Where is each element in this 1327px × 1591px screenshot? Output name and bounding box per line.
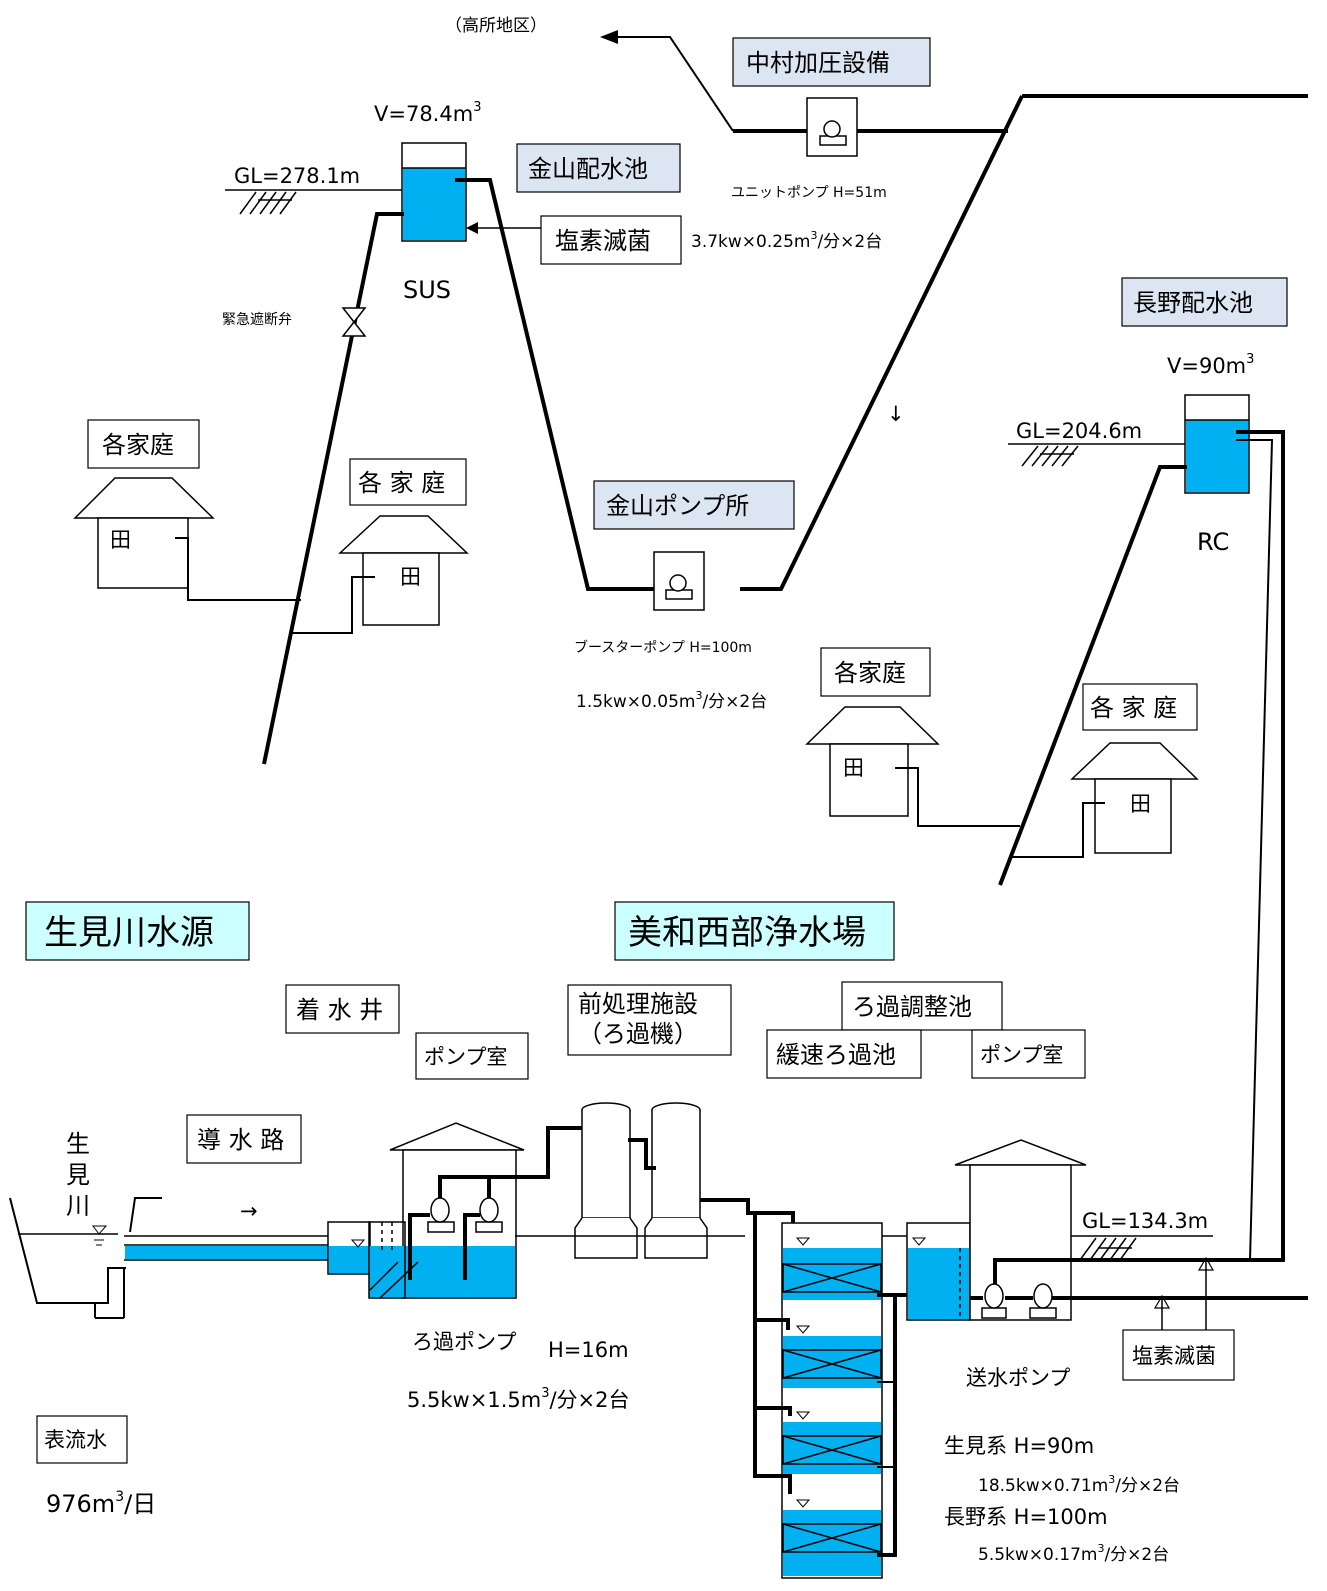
- river-char-2: 見: [66, 1161, 90, 1189]
- pretreatment-box: [567, 984, 732, 1056]
- house1-label: 各家庭: [102, 431, 174, 459]
- high-area-label: （高所地区）: [445, 16, 547, 36]
- nakamura-label: 中村加圧設備: [746, 49, 890, 77]
- ikimi-power: 18.5kw×0.71m3/分×2台: [978, 1473, 1180, 1496]
- valve-icon: [341, 307, 367, 337]
- chlorine-bottom-label: 塩素滅菌: [1132, 1344, 1216, 1368]
- surface-water-box: [36, 1415, 128, 1464]
- nagano-volume: V=90m3: [1167, 352, 1254, 378]
- house4-label-box: [1082, 683, 1198, 731]
- kanayama-ground-hatch: [239, 191, 297, 215]
- pump-room-1-box: [415, 1032, 529, 1080]
- source-title-box: [25, 901, 250, 961]
- filter-adjust-box: [841, 981, 1003, 1031]
- emergency-valve-label: 緊急遮断弁: [222, 312, 292, 328]
- chlorine-box-bottom: [1122, 1329, 1235, 1381]
- nagano-label-box: [1121, 277, 1288, 327]
- kanayama-pump-icon: [653, 551, 705, 611]
- chlorine-box-top: [540, 215, 682, 265]
- plant-gl: GL=134.3m: [1082, 1209, 1208, 1233]
- house1-icon: [73, 477, 215, 589]
- chlorine-top-label: 塩素滅菌: [555, 227, 651, 255]
- house2-label: 各 家 庭: [358, 469, 445, 497]
- pretreatment-line1: 前処理施設: [578, 990, 698, 1018]
- down-arrow: ↓: [887, 402, 905, 426]
- nagano-ground-hatch: [1021, 445, 1079, 467]
- source-title: 生見川水源: [44, 913, 214, 953]
- nagano-inlet-pipe: [1213, 430, 1285, 1262]
- kanayama-pump-label: 金山ポンプ所: [606, 492, 749, 520]
- house3-window: 田: [843, 756, 864, 780]
- unit-pump-power: 3.7kw×0.25m3/分×2台: [691, 229, 882, 252]
- house2-icon: [338, 515, 469, 626]
- slow-sand-filters: [781, 1222, 883, 1579]
- plant-title-box: [614, 901, 895, 961]
- house1-label-box: [87, 419, 200, 469]
- plant-title: 美和西部浄水場: [628, 913, 866, 953]
- kanayama-label: 金山配水池: [528, 155, 648, 183]
- kanayama-pump-label-box: [593, 480, 795, 530]
- nakamura-pump-icon: [806, 97, 858, 157]
- river-channel: [9, 1197, 162, 1319]
- receiving-well: [327, 1221, 371, 1275]
- filter-adjust-label: ろ過調整池: [852, 993, 972, 1021]
- river-char-1: 生: [66, 1130, 90, 1158]
- receiving-well-box: [285, 984, 400, 1034]
- filter-pump-label: ろ過ポンプ: [412, 1330, 516, 1354]
- nagano-label: 長野配水池: [1133, 289, 1253, 317]
- house3-label: 各家庭: [834, 659, 906, 687]
- conduit-box: [186, 1114, 302, 1164]
- conduit-pipe: [124, 1235, 330, 1261]
- send-pump-label: 送水ポンプ: [966, 1366, 1070, 1390]
- ikimi-line-label: 生見系 H=90m: [944, 1434, 1094, 1458]
- pump-room-2-box: [971, 1029, 1086, 1079]
- booster-pump-power: 1.5kw×0.05m3/分×2台: [576, 689, 767, 712]
- arrow-to-high-area: [600, 30, 618, 44]
- chlorine-arrow-top: [466, 222, 478, 234]
- filter-pump-power: 5.5kw×1.5m3/分×2台: [407, 1386, 630, 1412]
- filter-adjust-tank: [906, 1222, 971, 1321]
- booster-pump-spec: ブースターポンプ H=100m: [574, 639, 752, 656]
- house3-label-box: [820, 647, 931, 697]
- pretreatment-filters: [574, 1102, 708, 1259]
- house4-icon: [1070, 742, 1199, 854]
- surface-water-label: 表流水: [44, 1428, 107, 1452]
- house4-window: 田: [1130, 792, 1151, 816]
- house3-icon: [805, 706, 940, 817]
- plant-ground-hatch: [1079, 1237, 1137, 1261]
- nagano-line-label: 長野系 H=100m: [944, 1505, 1108, 1529]
- nagano-power: 5.5kw×0.17m3/分×2台: [978, 1542, 1169, 1565]
- pretreatment-line2: （ろ過機）: [578, 1020, 698, 1048]
- source-flow: 976m3/日: [46, 1489, 156, 1518]
- house1-window: 田: [110, 528, 131, 552]
- kanayama-material: SUS: [403, 276, 451, 304]
- pump-room-1-label: ポンプ室: [424, 1045, 507, 1069]
- nagano-material: RC: [1197, 528, 1229, 556]
- house2-window: 田: [400, 565, 421, 589]
- river-char-3: 川: [66, 1192, 90, 1220]
- kanayama-tank: [401, 142, 467, 242]
- nagano-gl: GL=204.6m: [1016, 419, 1142, 443]
- filter-pump-head: H=16m: [548, 1338, 629, 1362]
- nagano-tank: [1184, 394, 1250, 494]
- nakamura-label-box: [732, 37, 931, 87]
- house2-label-box: [349, 458, 467, 506]
- house4-label: 各 家 庭: [1090, 694, 1177, 722]
- slow-sand-box: [766, 1029, 922, 1079]
- pump-room-2: [954, 1139, 1087, 1321]
- unit-pump-spec: ユニットポンプ H=51m: [731, 185, 887, 201]
- slow-sand-label: 緩速ろ過池: [776, 1041, 896, 1069]
- kanayama-volume: V=78.4m3: [374, 100, 481, 126]
- conduit-arrow: →: [240, 1199, 258, 1223]
- pump-room-2-label: ポンプ室: [980, 1043, 1063, 1067]
- kanayama-label-box: [516, 143, 681, 193]
- receiving-well-label: 着 水 井: [296, 996, 383, 1024]
- conduit-label: 導 水 路: [197, 1126, 284, 1154]
- pump-room-1: [368, 1122, 525, 1299]
- kanayama-gl: GL=278.1m: [234, 164, 360, 188]
